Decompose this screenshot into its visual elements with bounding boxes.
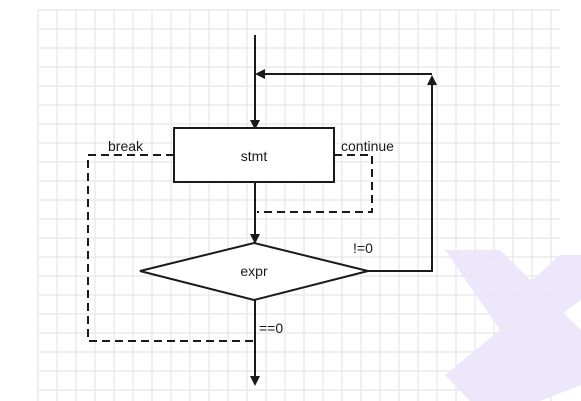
continue-edge	[257, 154, 373, 213]
break-edge	[87, 154, 253, 342]
expr-label: expr	[240, 263, 268, 279]
background-grid	[37, 9, 560, 401]
not-zero-label: !=0	[353, 240, 373, 256]
stmt-label: stmt	[241, 148, 268, 164]
stmt-box	[173, 127, 335, 183]
equals-zero-label: ==0	[259, 320, 283, 336]
continue-label: continue	[341, 138, 394, 154]
not-zero-edge	[368, 75, 437, 272]
watermark-shape	[445, 250, 581, 401]
break-label: break	[108, 138, 144, 154]
